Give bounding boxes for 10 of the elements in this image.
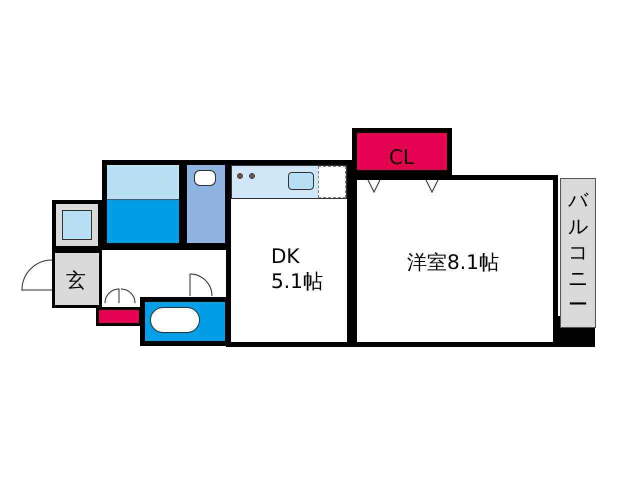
room-label: バルコニー bbox=[567, 187, 589, 317]
balcony-area bbox=[560, 178, 596, 328]
room-label: 玄 bbox=[66, 268, 86, 293]
closet-area bbox=[352, 128, 452, 175]
room-label: DK 5.1帖 bbox=[271, 244, 324, 294]
dining-kitchen-room bbox=[226, 160, 352, 347]
entrance-area bbox=[52, 250, 102, 308]
western-room bbox=[352, 175, 558, 347]
room-label: 洋室8.1帖 bbox=[407, 250, 499, 275]
room-label: CL bbox=[389, 145, 414, 170]
